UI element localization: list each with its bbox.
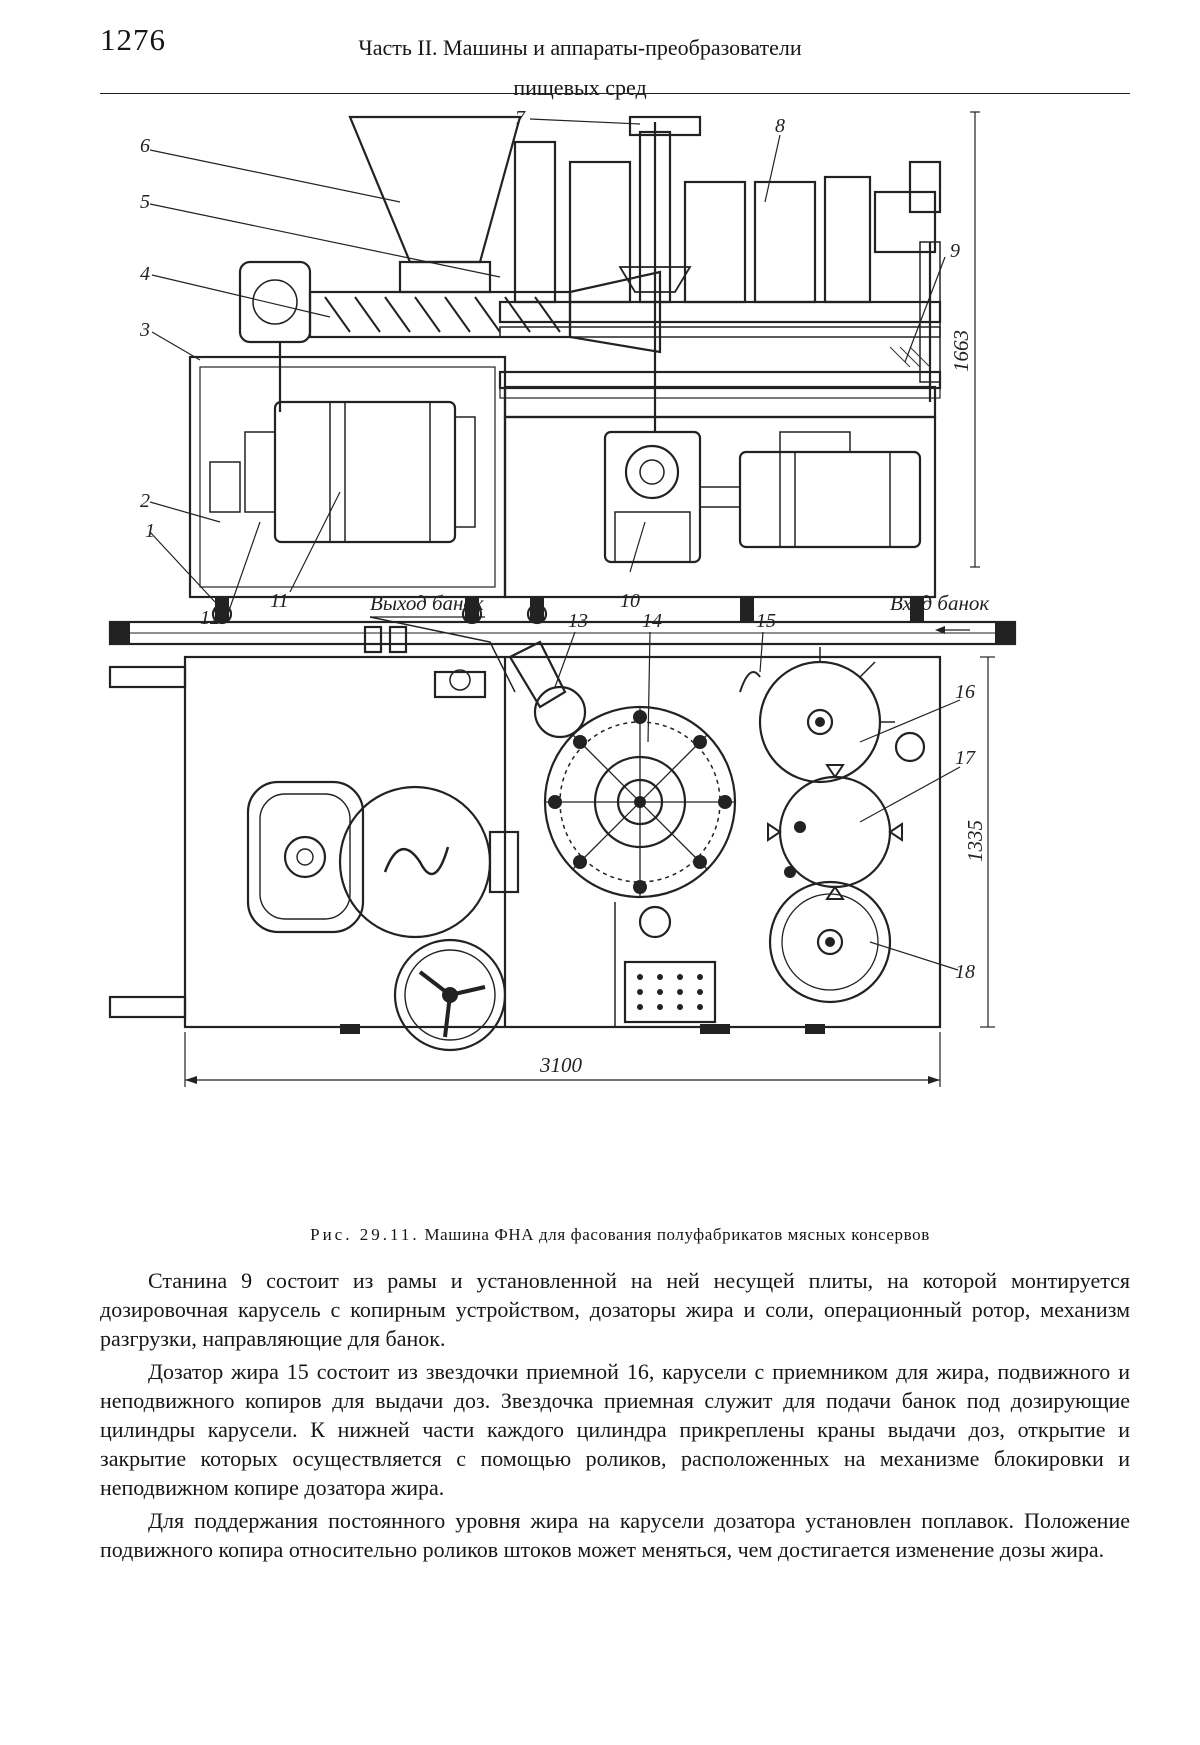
running-head-line-2: пищевых сред	[513, 75, 647, 100]
callout-7: 7	[515, 107, 526, 129]
running-head: Часть II. Машины и аппараты-преобразоват…	[300, 28, 860, 108]
callout-10: 10	[620, 590, 640, 612]
header-rule	[100, 93, 1130, 94]
body-text: Станина 9 состоит из рамы и установленно…	[100, 1266, 1130, 1568]
callout-9: 9	[950, 240, 960, 262]
callout-15: 15	[756, 610, 776, 632]
top-view: Выход банок Вход банок	[108, 591, 995, 1087]
paragraph-3: Для поддержания постоянного уровня жира …	[100, 1508, 1130, 1562]
page-number: 1276	[100, 22, 166, 57]
callout-6: 6	[140, 135, 150, 157]
caption-label: Рис. 29.11.	[310, 1225, 420, 1244]
paragraph-2: Дозатор жира 15 состоит из звездочки при…	[100, 1359, 1130, 1500]
callout-8: 8	[775, 115, 785, 137]
caption-text: Машина ФНА для фасования полуфабрикатов …	[424, 1225, 930, 1244]
machine-drawing: 6 5 4 3 2 1 7 8 9 12 11 10 1663 Выход ба…	[100, 102, 1140, 1222]
label-entry: Вход банок	[890, 591, 989, 615]
callout-12: 12	[200, 607, 220, 629]
callout-3: 3	[139, 319, 150, 341]
callout-2: 2	[140, 490, 150, 512]
label-exit: Выход банок	[370, 591, 484, 615]
callout-4: 4	[140, 263, 150, 285]
callout-17: 17	[955, 747, 976, 769]
callout-5: 5	[140, 191, 150, 213]
side-view: 6 5 4 3 2 1 7 8 9 12 11 10 1663	[108, 107, 1017, 646]
paragraph-1: Станина 9 состоит из рамы и установленно…	[100, 1268, 1130, 1351]
callout-1: 1	[145, 520, 155, 542]
dim-length: 3100	[539, 1053, 583, 1077]
running-head-line-1: Часть II. Машины и аппараты-преобразоват…	[358, 35, 802, 60]
callout-11: 11	[270, 590, 289, 612]
callout-13: 13	[568, 610, 588, 632]
callout-18: 18	[955, 961, 975, 983]
dim-height: 1663	[949, 330, 973, 372]
figure-caption: Рис. 29.11. Машина ФНА для фасования пол…	[100, 1225, 1140, 1245]
callout-14: 14	[642, 610, 662, 632]
callout-16: 16	[955, 681, 975, 703]
dim-depth: 1335	[963, 820, 987, 862]
